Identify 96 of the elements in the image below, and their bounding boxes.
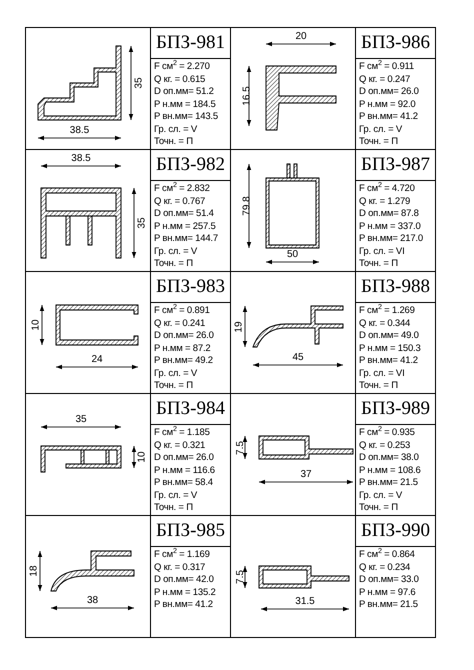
dimension-label: 7.5 [236, 440, 246, 454]
property-value: Q кг. = 0.317 [154, 562, 206, 574]
property-value: D оп.мм= 26.0 [154, 330, 215, 342]
property-value: D оп.мм= 87.8 [359, 208, 420, 220]
property-value: D оп.мм= 51.2 [154, 86, 215, 98]
property-value: Гр. сл. = V [154, 490, 198, 502]
dimension-label: 38 [86, 596, 98, 606]
property-value: Q кг. = 0.234 [359, 562, 412, 574]
profile-code: БПЗ-986 [356, 28, 435, 59]
property-value: P вн.мм= 21.5 [359, 477, 419, 490]
dimension-label: 19 [234, 320, 245, 332]
dimension-label: 10 [138, 451, 148, 463]
property-value: P вн.мм= 217.0 [359, 233, 424, 246]
property-value: Гр. сл. = VI [359, 368, 406, 380]
property-value: P вн.мм= 143.5 [154, 111, 219, 124]
property-value: F см$^{2}$ = 0.891 [154, 305, 211, 318]
property-value: Гр. сл. = V [154, 368, 198, 380]
property-value: Точн. = П [154, 258, 194, 270]
profile-code: БПЗ-990 [356, 516, 435, 547]
property-value: P вн.мм= 144.7 [154, 233, 219, 246]
dimension-label: 10 [32, 319, 42, 331]
property-value: P вн.мм= 41.2 [359, 111, 419, 124]
property-value: P вн.мм= 49.2 [154, 355, 214, 368]
property-value: F см$^{2}$ = 0.911 [359, 61, 415, 74]
dimension-label: 45 [292, 353, 304, 363]
property-value: P н.мм = 257.5 [154, 220, 217, 233]
property-value: D оп.мм= 26.0 [154, 452, 215, 464]
property-value: P вн.мм= 41.2 [154, 599, 214, 612]
property-value: F см$^{2}$ = 4.720 [359, 183, 416, 196]
property-value: P н.мм = 135.2 [154, 586, 217, 599]
property-value: F см$^{2}$ = 0.864 [359, 549, 416, 562]
property-value: P вн.мм= 58.4 [154, 477, 214, 490]
dimension-label: 7.5 [236, 570, 246, 584]
property-value: Q кг. = 0.615 [154, 74, 206, 86]
property-value: F см$^{2}$ = 2.270 [154, 61, 211, 74]
dimension-label: 35 [138, 217, 148, 229]
property-value: Q кг. = 0.767 [154, 196, 206, 208]
profile-code: БПЗ-983 [151, 272, 230, 303]
profile-code: БПЗ-981 [151, 28, 230, 59]
property-value: Точн. = П [359, 136, 399, 148]
property-value: F см$^{2}$ = 0.935 [359, 427, 416, 440]
property-value: Q кг. = 0.344 [359, 318, 412, 330]
property-value: Q кг. = 0.253 [359, 440, 412, 452]
property-value: P вн.мм= 21.5 [359, 599, 419, 612]
property-value: Q кг. = 1.279 [359, 196, 412, 208]
dimension-label: 50 [286, 250, 298, 260]
property-value: F см$^{2}$ = 2.832 [154, 183, 211, 196]
profile-code: БПЗ-984 [151, 394, 230, 425]
property-value: P н.мм = 108.6 [359, 464, 422, 477]
property-value: D оп.мм= 33.0 [359, 574, 420, 586]
property-value: P вн.мм= 41.2 [359, 355, 419, 368]
property-value: P н.мм = 92.0 [359, 98, 416, 111]
dimension-label: 38.5 [71, 154, 91, 164]
property-value: Точн. = П [154, 380, 194, 392]
property-value: F см$^{2}$ = 1.269 [359, 305, 416, 318]
dimension-label: 79.8 [242, 196, 253, 216]
property-value: Q кг. = 0.247 [359, 74, 412, 86]
property-value: Q кг. = 0.241 [154, 318, 206, 330]
property-value: P н.мм = 150.3 [359, 342, 422, 355]
dimension-label: 24 [91, 355, 103, 365]
property-value: Точн. = П [359, 502, 399, 514]
dimension-label: 31.5 [295, 597, 315, 607]
dimension-label: 37 [300, 470, 312, 480]
property-value: P н.мм = 97.6 [359, 586, 416, 599]
property-value: Гр. сл. = V [154, 246, 198, 258]
property-value: P н.мм = 116.6 [154, 464, 216, 477]
property-value: D оп.мм= 51.4 [154, 208, 215, 220]
property-value: P н.мм = 87.2 [154, 342, 212, 355]
property-value: Точн. = П [154, 502, 194, 514]
property-value: F см$^{2}$ = 1.169 [154, 549, 211, 562]
dimension-label: 16.5 [242, 86, 253, 106]
property-value: Гр. сл. = V [154, 124, 198, 136]
property-value: Гр. сл. = VI [359, 246, 406, 258]
dimension-label: 35 [75, 415, 87, 425]
dimension-label: 18 [30, 565, 40, 577]
profile-code: БПЗ-982 [151, 150, 230, 181]
profile-code: БПЗ-985 [151, 516, 230, 547]
property-value: P н.мм = 184.5 [154, 98, 217, 111]
property-value: Точн. = П [154, 136, 194, 148]
property-value: Гр. сл. = V [359, 490, 404, 502]
profile-code: БПЗ-989 [356, 394, 435, 425]
dimension-label: 20 [295, 32, 307, 42]
property-value: Точн. = П [359, 380, 399, 392]
property-value: D оп.мм= 42.0 [154, 574, 215, 586]
property-value: D оп.мм= 26.0 [359, 86, 420, 98]
property-value: D оп.мм= 38.0 [359, 452, 420, 464]
property-value: Гр. сл. = V [359, 124, 404, 136]
property-value: D оп.мм= 49.0 [359, 330, 420, 342]
profile-code: БПЗ-988 [356, 272, 435, 303]
property-value: P н.мм = 337.0 [359, 220, 422, 233]
property-value: Точн. = П [359, 258, 399, 270]
dimension-label: 38.5 [70, 126, 90, 136]
profile-code: БПЗ-987 [356, 150, 435, 181]
property-value: F см$^{2}$ = 1.185 [154, 427, 211, 440]
dimension-label: 35 [134, 77, 145, 89]
property-value: Q кг. = 0.321 [154, 440, 206, 452]
